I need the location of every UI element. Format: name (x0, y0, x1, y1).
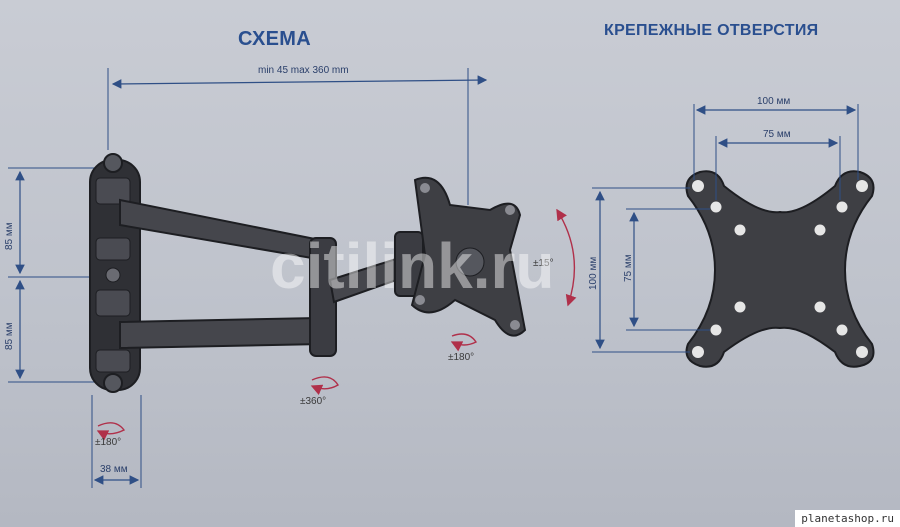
scheme-title: СХЕМА (238, 28, 311, 50)
vesa-mounting-plate (685, 170, 875, 368)
vesa-outer-h-label: 100 мм (757, 96, 790, 107)
height-dimensions: 85 мм 85 мм (4, 167, 100, 383)
wall-plate (89, 153, 141, 393)
tilt-indicator: ±15° (533, 208, 577, 307)
vesa-vertical-dimensions: 100 мм 75 мм (588, 187, 710, 353)
wall-swivel-indicator: ±180° (95, 422, 126, 448)
site-label: planetashop.ru (795, 510, 900, 527)
plate-width-label: 38 мм (100, 464, 128, 475)
vesa-inner-h-label: 75 мм (763, 129, 791, 140)
reach-dimension: min 45 max 360 mm (107, 65, 488, 205)
plate-width-dimension: 38 мм (91, 395, 142, 488)
upper-spacing-label: 85 мм (4, 222, 15, 250)
vesa-horizontal-dimensions: 100 мм 75 мм (693, 96, 859, 200)
tilt-label: ±15° (533, 258, 554, 269)
watermark: citilink.ru (270, 230, 555, 302)
articulated-arms (119, 198, 427, 357)
vesa-inner-v-label: 75 мм (623, 254, 634, 282)
arm-swivel-label: ±360° (300, 396, 326, 407)
head-swivel-label: ±180° (448, 352, 474, 363)
wall-swivel-label: ±180° (95, 437, 121, 448)
head-swivel-indicator: ±180° (448, 333, 478, 363)
vesa-outer-v-label: 100 мм (588, 257, 599, 290)
reach-label: min 45 max 360 mm (258, 65, 349, 76)
vesa-head-plate (410, 176, 527, 337)
lower-spacing-label: 85 мм (4, 322, 15, 350)
arm-swivel-indicator: ±360° (300, 376, 339, 407)
mounting-holes-title: КРЕПЕЖНЫЕ ОТВЕРСТИЯ (604, 22, 819, 39)
